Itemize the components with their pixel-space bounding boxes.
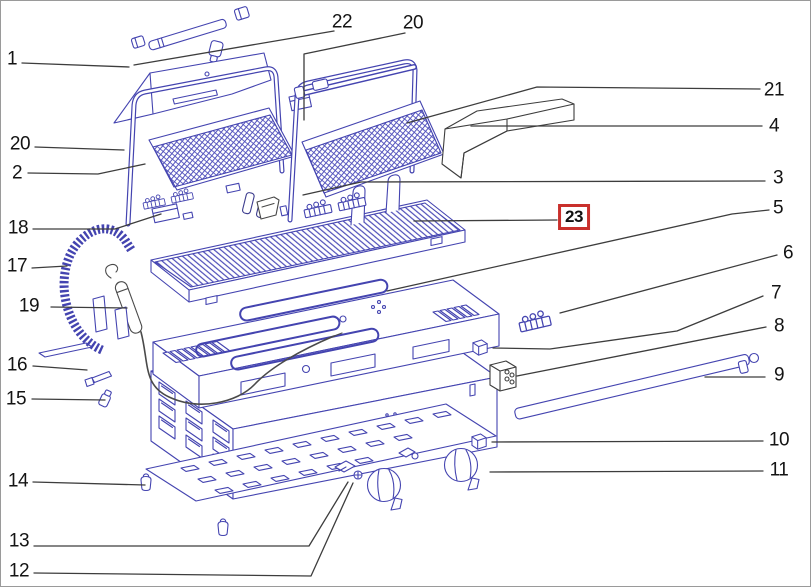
leader-18 xyxy=(32,213,162,230)
leader-22 xyxy=(133,30,335,66)
callout-10[interactable]: 10 xyxy=(768,429,790,451)
leader-20-top xyxy=(303,32,406,121)
callout-7[interactable]: 7 xyxy=(770,282,782,304)
part-element-tray xyxy=(152,278,500,409)
leader-3 xyxy=(302,180,766,196)
callout-23-selected[interactable]: 23 xyxy=(558,204,590,230)
callout-16[interactable]: 16 xyxy=(6,354,28,376)
callout-1[interactable]: 1 xyxy=(6,48,18,70)
part-terminal-strip xyxy=(516,308,552,333)
part-microswitch xyxy=(489,360,517,392)
leader-6 xyxy=(559,254,778,314)
leader-5 xyxy=(386,209,770,292)
callout-15[interactable]: 15 xyxy=(5,388,27,410)
part-handle-bar xyxy=(514,352,760,420)
callout-2[interactable]: 2 xyxy=(11,162,23,184)
part-channel-bracket xyxy=(441,98,575,179)
part-strain-relief xyxy=(471,433,487,450)
callout-3[interactable]: 3 xyxy=(772,167,784,189)
part-cable-clamp xyxy=(472,339,488,356)
callout-9[interactable]: 9 xyxy=(773,364,785,386)
callout-4[interactable]: 4 xyxy=(768,115,780,137)
part-bottom-tray xyxy=(140,403,497,537)
callout-20-left[interactable]: 20 xyxy=(9,133,31,155)
leader-1 xyxy=(21,62,130,68)
callout-20-top[interactable]: 20 xyxy=(402,12,424,34)
heating-elements xyxy=(195,278,389,371)
leader-lines xyxy=(21,30,778,577)
part-small-cap xyxy=(98,389,112,408)
leader-15 xyxy=(31,398,106,401)
callout-17[interactable]: 17 xyxy=(6,255,28,277)
callout-5[interactable]: 5 xyxy=(772,197,784,219)
callout-8[interactable]: 8 xyxy=(773,315,785,337)
callout-12[interactable]: 12 xyxy=(8,560,30,582)
callout-14[interactable]: 14 xyxy=(7,470,29,492)
leader-7 xyxy=(492,295,764,350)
callout-6[interactable]: 6 xyxy=(782,242,794,264)
leader-8 xyxy=(516,326,767,377)
leader-23 xyxy=(413,219,558,222)
callout-19[interactable]: 19 xyxy=(18,295,40,317)
leader-20-left xyxy=(34,146,125,151)
leader-19 xyxy=(50,306,128,309)
callout-21[interactable]: 21 xyxy=(763,79,785,101)
callout-18[interactable]: 18 xyxy=(7,217,29,239)
part-lower-grill-plate xyxy=(38,174,466,358)
part-small-rod xyxy=(84,370,113,388)
leader-16 xyxy=(32,365,88,371)
leader-2 xyxy=(27,163,146,175)
part-handle-tube-kit xyxy=(130,6,250,63)
callout-22[interactable]: 22 xyxy=(331,11,353,33)
callout-11[interactable]: 11 xyxy=(769,459,789,481)
leader-10 xyxy=(491,440,764,443)
leader-11 xyxy=(489,470,764,473)
part-hinge-pieces xyxy=(242,192,289,220)
part-right-lid xyxy=(287,59,445,223)
part-left-lid xyxy=(113,52,313,227)
callout-13[interactable]: 13 xyxy=(8,530,30,552)
leader-17 xyxy=(31,265,68,269)
leader-12 xyxy=(33,482,354,577)
leader-14 xyxy=(32,481,146,486)
leader-21 xyxy=(406,86,761,124)
leader-13 xyxy=(33,481,349,547)
part-control-knobs xyxy=(334,447,480,511)
part-coiled-cord xyxy=(59,224,136,355)
